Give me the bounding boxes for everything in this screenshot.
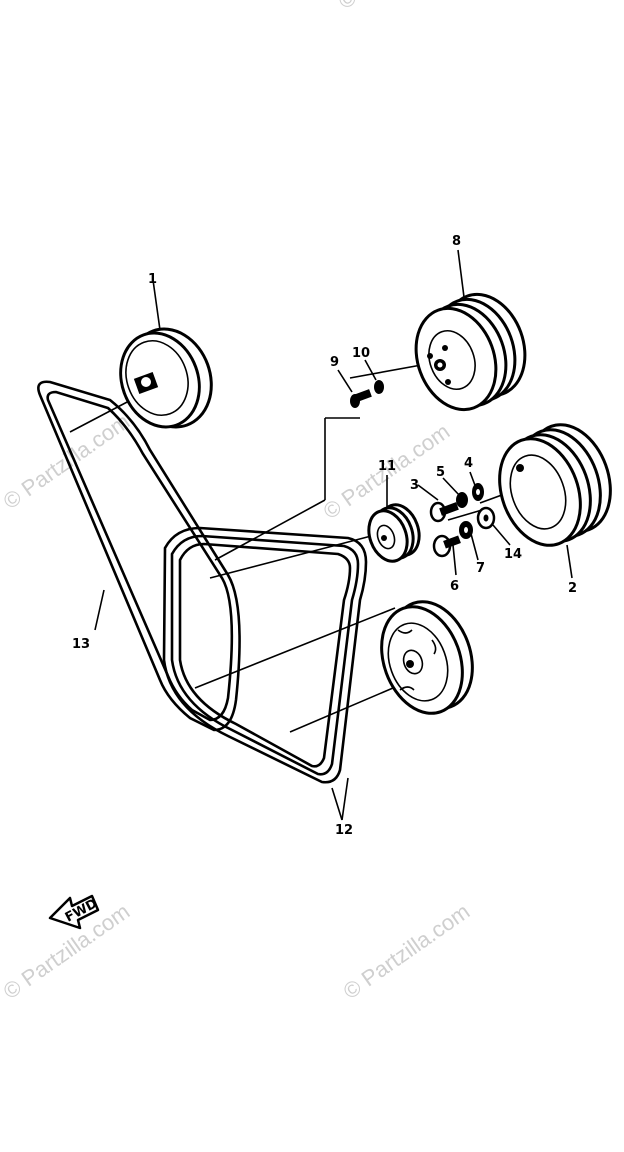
leader-lines	[69, 249, 573, 821]
bolt-3	[429, 501, 459, 523]
belt-13	[37, 380, 241, 732]
callout-5: 5	[436, 465, 445, 480]
callout-3: 3	[410, 478, 419, 493]
washer-10	[374, 380, 384, 394]
washer-7	[459, 521, 473, 539]
callout-11: 11	[378, 459, 396, 474]
crank-pulley	[380, 600, 474, 715]
callout-8: 8	[452, 234, 461, 249]
watermark: © Partzilla.com	[334, 0, 470, 14]
callout-13: 13	[72, 637, 90, 652]
callout-14: 14	[504, 547, 522, 562]
pulley-2	[498, 423, 612, 547]
bolt-6	[432, 534, 461, 558]
callout-2: 2	[568, 581, 577, 596]
bolt-9	[350, 389, 372, 408]
pulley-1	[119, 327, 213, 429]
callout-4: 4	[464, 456, 473, 471]
callout-12: 12	[335, 823, 353, 838]
pulley-8	[414, 292, 527, 412]
washer-4	[472, 483, 484, 501]
callout-1: 1	[148, 272, 157, 287]
callout-6: 6	[450, 579, 459, 594]
watermarks: © Partzilla.com © Partzilla.com © Partzi…	[0, 0, 474, 1004]
callout-labels: 1 2 3 4 5 6 7 8 9 10 11 12 13 14	[72, 234, 577, 838]
callout-7: 7	[476, 561, 485, 576]
belt-12	[162, 526, 368, 784]
nut-5	[456, 492, 468, 508]
callout-9: 9	[330, 355, 339, 370]
idler-pulley-11	[367, 503, 421, 563]
watermark: © Partzilla.com	[339, 899, 475, 1005]
washer-14	[476, 506, 496, 530]
callout-10: 10	[352, 346, 370, 361]
